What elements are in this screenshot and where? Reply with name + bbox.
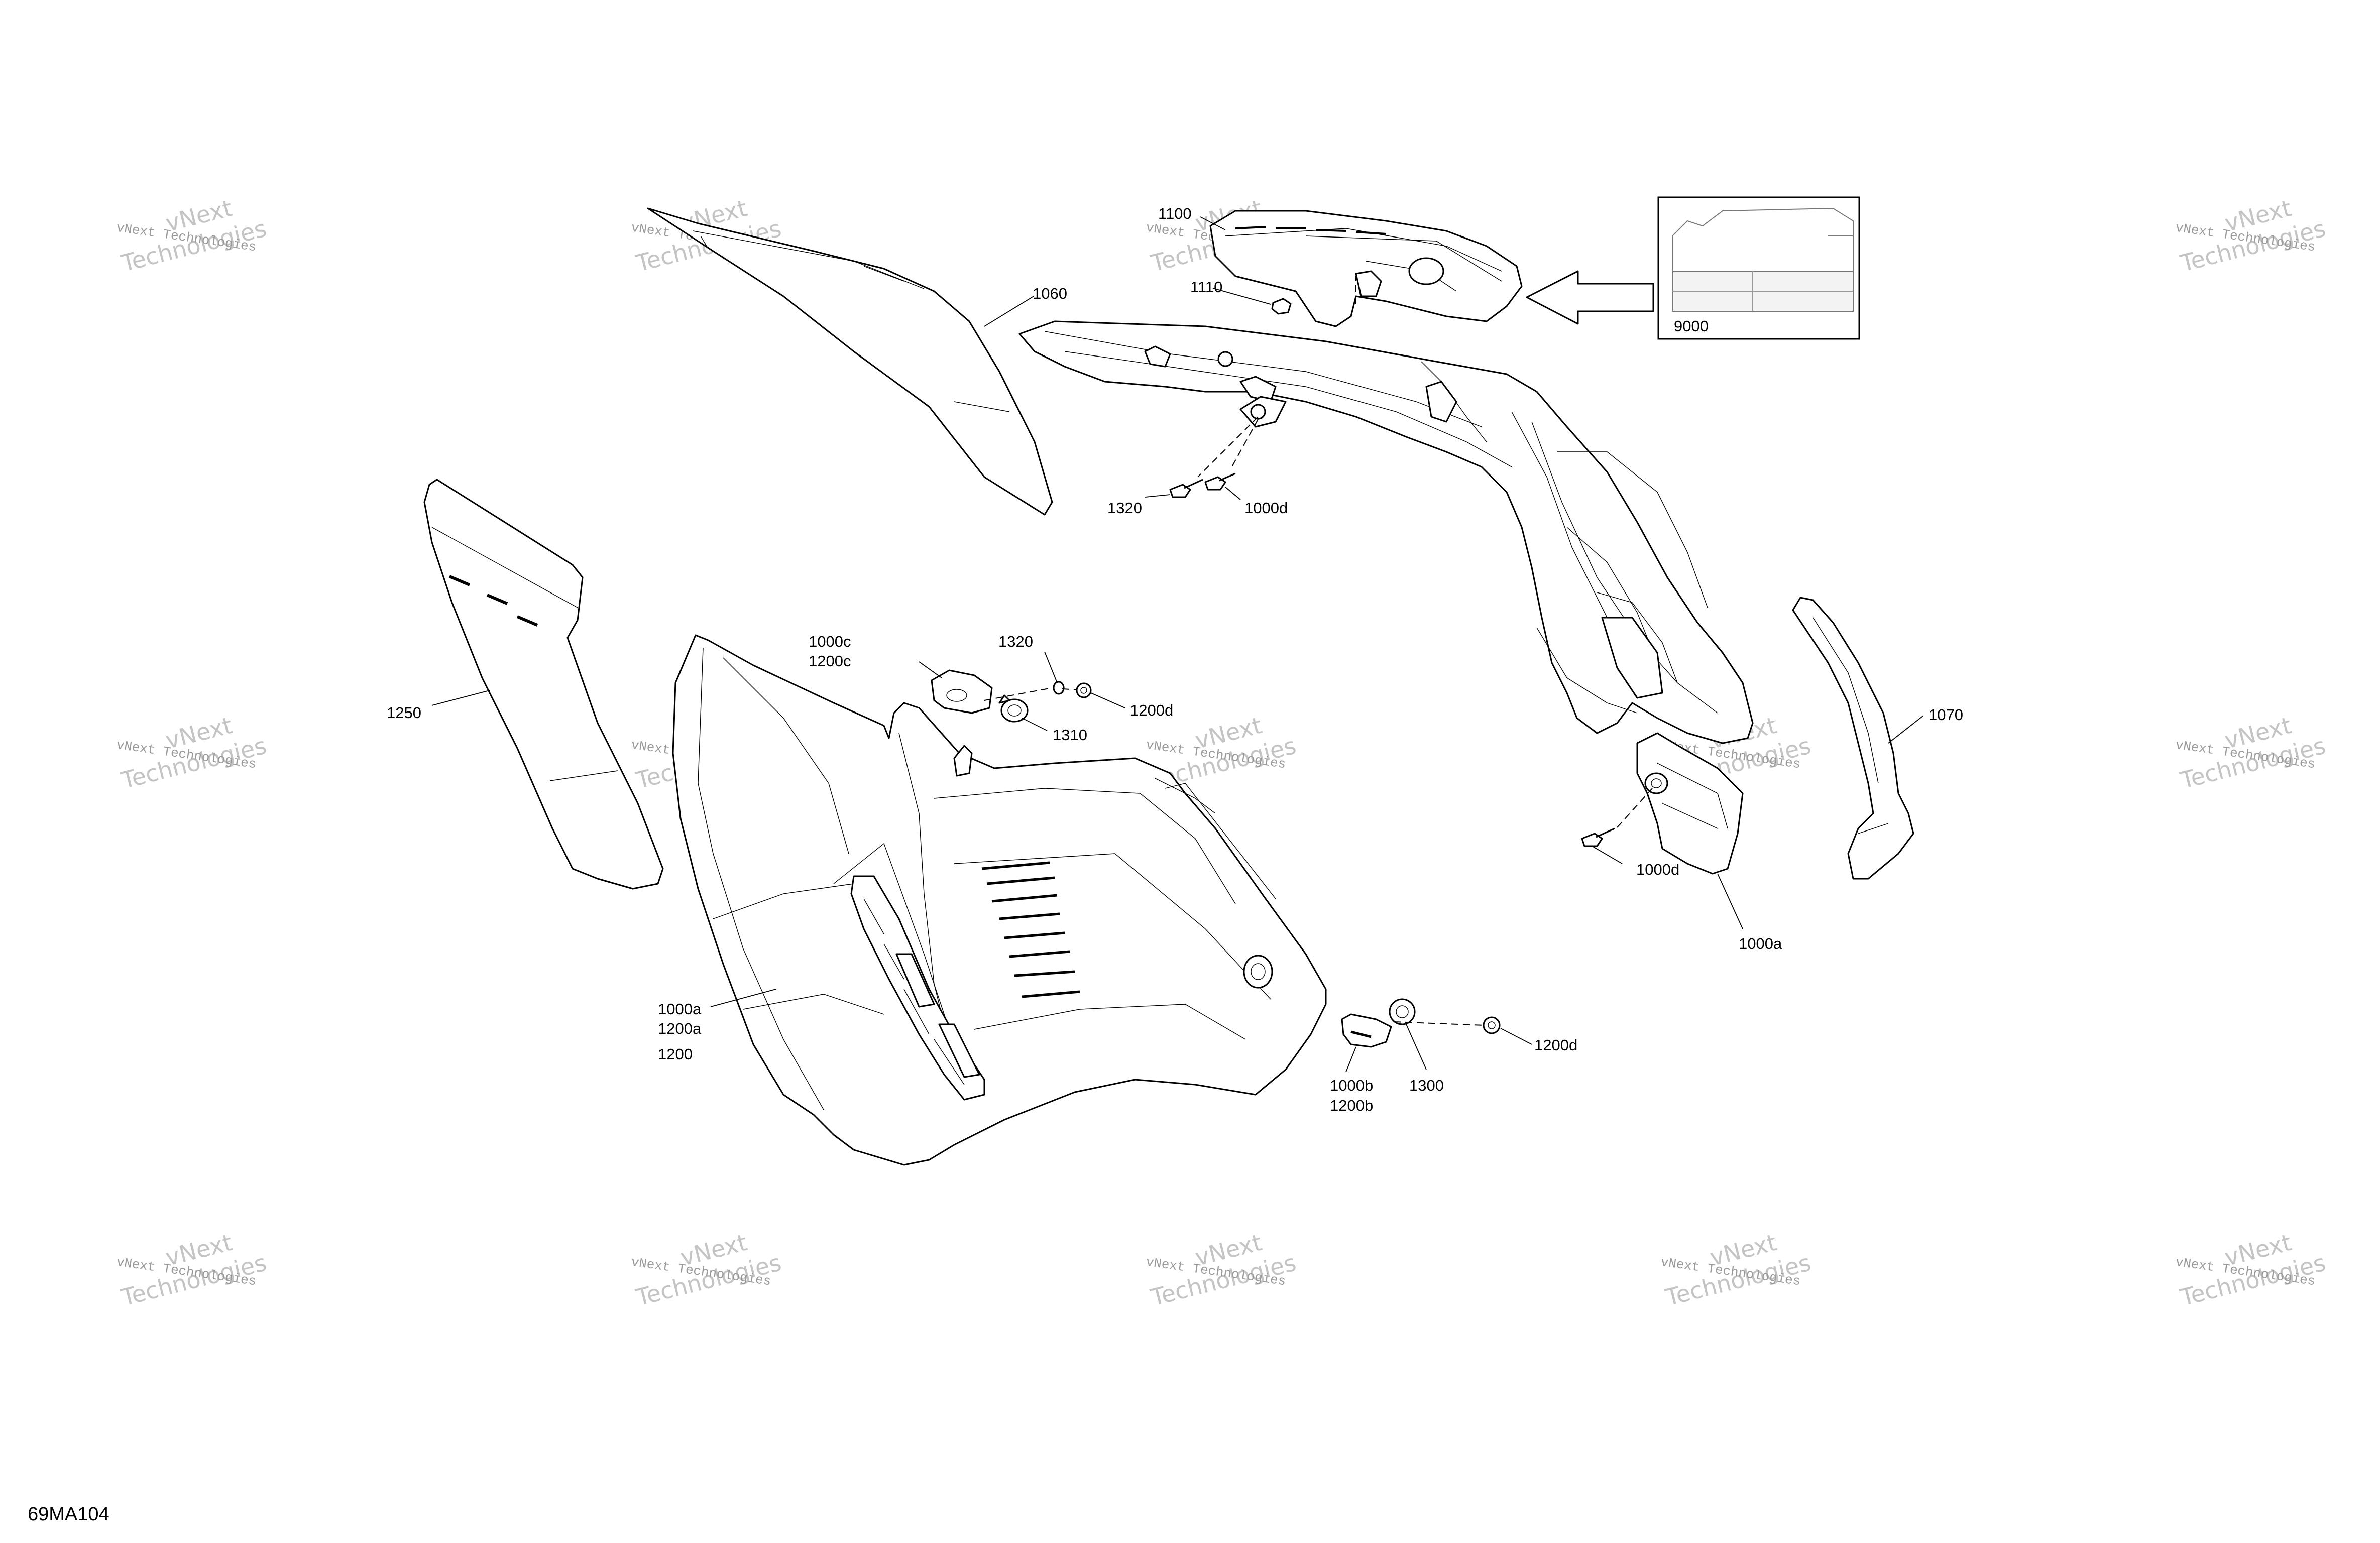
- part-1070-trim: [1792, 597, 1914, 880]
- callout-1060: 1060: [1033, 285, 1067, 302]
- diagram-reference-code: 69MA104: [28, 1504, 109, 1525]
- callout-1300: 1300: [1409, 1077, 1444, 1094]
- callout-1000a-left: 1000a: [658, 1000, 702, 1018]
- callout-1200a: 1200a: [658, 1020, 702, 1037]
- part-1200d-nut-low: [1483, 1016, 1501, 1034]
- screw-1000d-right: [1581, 827, 1615, 847]
- part-9000-reference-box: [1657, 196, 1860, 340]
- callout-1200d-low: 1200d: [1534, 1036, 1577, 1054]
- screw-1320-top: [1169, 479, 1203, 498]
- callout-1200c: 1200c: [809, 652, 851, 670]
- part-1200d-nut-mid: [1076, 682, 1092, 698]
- callout-9000: 9000: [1674, 317, 1709, 335]
- callout-1310: 1310: [1053, 726, 1087, 744]
- callout-1000a-right: 1000a: [1739, 935, 1782, 953]
- leader-lines: [431, 216, 1924, 1073]
- callout-1000b: 1000b: [1330, 1077, 1373, 1094]
- callout-1070: 1070: [1929, 706, 1963, 724]
- part-1000b-clip: [1341, 1013, 1392, 1048]
- callout-1250: 1250: [387, 704, 421, 722]
- callout-1200: 1200: [658, 1045, 693, 1063]
- part-1000c-clip: [931, 669, 993, 714]
- part-1110-nut: [1271, 298, 1292, 315]
- part-1320-screw-mid: [1053, 681, 1065, 695]
- callout-1320-mid: 1320: [998, 633, 1033, 650]
- callout-1000d-top: 1000d: [1244, 499, 1288, 517]
- callout-1000d-right: 1000d: [1636, 861, 1679, 878]
- part-1250-panel: [423, 479, 664, 890]
- part-1100-bracket: [1209, 210, 1523, 327]
- part-1060-panel: [647, 207, 1053, 516]
- callout-1000c: 1000c: [809, 633, 851, 650]
- callout-1200b: 1200b: [1330, 1097, 1373, 1114]
- assembly-lines: [984, 276, 1653, 1026]
- callout-1100: 1100: [1158, 205, 1192, 222]
- screw-1000d-top: [1204, 472, 1236, 491]
- part-1000a-side-panel: [672, 634, 1327, 1166]
- boss-right-duct: [1644, 772, 1668, 794]
- callout-labels: 1100 1110 1060 9000 1320 1000d 1250 1000…: [387, 205, 1963, 1114]
- part-upper-rail-assembly: [1018, 320, 1754, 875]
- arrow-9000-to-1100: [1526, 270, 1654, 325]
- callout-1320-top: 1320: [1107, 499, 1142, 517]
- part-1300-grommet: [1389, 998, 1416, 1025]
- callout-1110: 1110: [1190, 278, 1222, 296]
- callout-1200d-mid: 1200d: [1130, 701, 1173, 719]
- part-1310-grommet: [998, 694, 1029, 723]
